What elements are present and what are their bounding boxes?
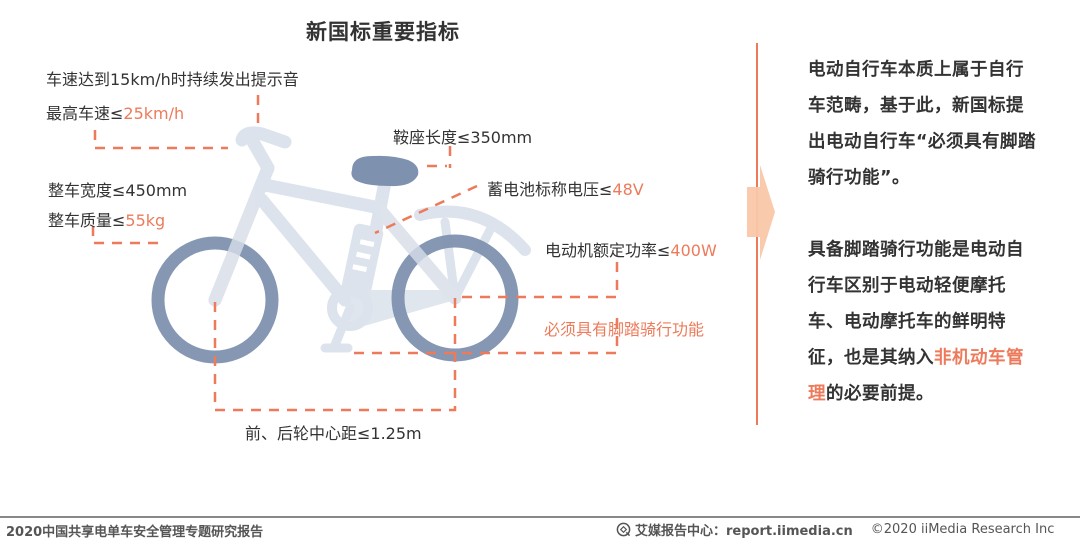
- footer-source: 艾媒报告中心：report.iimedia.cn ©2020 iiMedia R…: [616, 520, 1054, 539]
- label-saddle-length: 鞍座长度≤350mm: [393, 128, 533, 147]
- side-paragraph-1: 电动自行车本质上属于自行车范畴，基于此，新国标提出电动自行车“必须具有脚踏骑行功…: [808, 60, 1037, 188]
- footer-copyright: ©2020 iiMedia Research Inc: [870, 522, 1055, 537]
- max-speed-prefix: 最高车速≤: [46, 104, 124, 123]
- footer-report-title: 2020中国共享电单车安全管理专题研究报告: [6, 525, 264, 540]
- footer-source-label: 艾媒报告中心：report.iimedia.cn: [635, 524, 853, 539]
- crank: [327, 285, 373, 331]
- motor-power-prefix: 电动机额定功率≤: [545, 241, 671, 260]
- label-max-speed: 最高车速≤25km/h: [46, 100, 184, 124]
- para2-highlight: 非机动车管理: [808, 348, 1024, 404]
- saddle: [351, 155, 419, 187]
- label-battery-voltage: 蓄电池标称电压≤48V: [487, 176, 644, 200]
- mass-prefix: 整车质量≤: [48, 211, 126, 230]
- arrow-icon: [747, 165, 775, 260]
- label-pedal-required: 必须具有脚踏骑行功能: [544, 320, 705, 339]
- rear-fender: [414, 205, 531, 256]
- max-speed-value: 25km/h: [123, 104, 185, 123]
- battery-box: [340, 223, 384, 302]
- label-wheelbase: 前、后轮中心距≤1.25m: [245, 424, 422, 443]
- label-motor-power: 电动机额定功率≤400W: [545, 237, 717, 261]
- footer-divider: [0, 516, 1080, 518]
- side-paragraph-2: 具备脚踏骑行功能是电动自行车区别于电动轻便摩托车、电动摩托车的鲜明特征，也是其纳…: [808, 232, 1040, 412]
- para2-prefix: 具备脚踏骑行功能是电动自行车区别于电动轻便摩托车、电动摩托车的鲜明特征，也是其纳…: [808, 240, 1024, 368]
- mass-value: 55kg: [125, 211, 166, 230]
- iimedia-logo-icon: [616, 522, 631, 537]
- page-title: 新国标重要指标: [306, 20, 460, 44]
- para2-suffix: 的必要前提。: [826, 384, 934, 404]
- label-mass: 整车质量≤55kg: [48, 207, 165, 231]
- battery-voltage-prefix: 蓄电池标称电压≤: [487, 180, 613, 199]
- label-width: 整车宽度≤450mm: [48, 181, 188, 200]
- battery-voltage-value: 48V: [612, 180, 644, 199]
- annotation-lines: [91, 95, 619, 412]
- motor-power-value: 400W: [670, 241, 717, 260]
- label-alert-sound: 车速达到15km/h时持续发出提示音: [46, 70, 299, 89]
